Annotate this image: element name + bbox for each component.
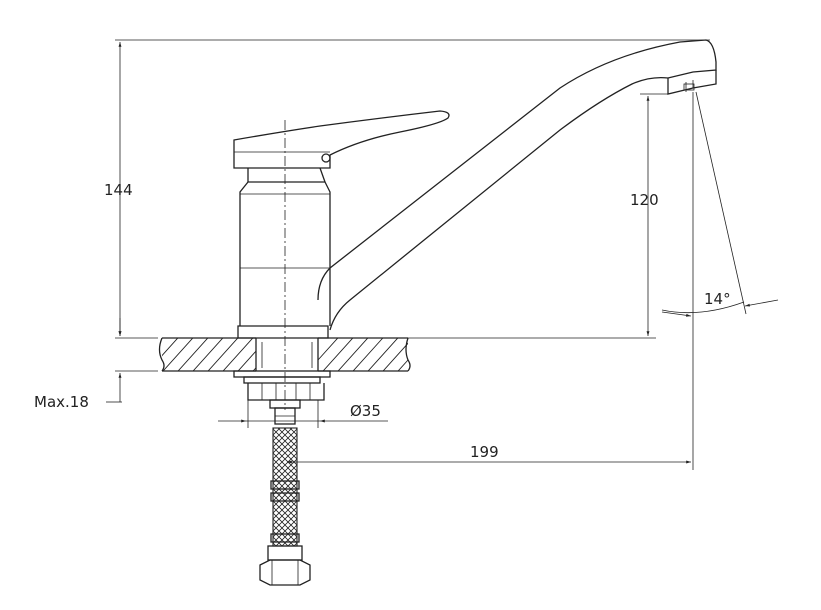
dimension-label-total-height: 144: [104, 181, 133, 199]
dimension-spout-reach: [286, 92, 694, 470]
dimension-base-diameter: [218, 400, 388, 428]
lever-handle: [233, 110, 450, 183]
flexible-hose: [259, 427, 311, 586]
dimension-spout-angle: [661, 91, 779, 317]
dimension-label-spout-angle: 14°: [704, 290, 731, 308]
dimension-label-max-thickness: Max.18: [34, 393, 89, 411]
dimension-label-base-diameter: Ø35: [350, 402, 381, 420]
dimension-total-height: [115, 39, 710, 339]
mounting-assembly: [233, 370, 331, 425]
dimension-counter-thickness: [106, 318, 158, 403]
dimension-spout-height: [330, 93, 668, 339]
faucet-body: [237, 181, 331, 339]
dimension-label-spout-reach: 199: [470, 443, 499, 461]
dimension-label-spout-height: 120: [630, 191, 659, 209]
spout: [317, 39, 717, 331]
